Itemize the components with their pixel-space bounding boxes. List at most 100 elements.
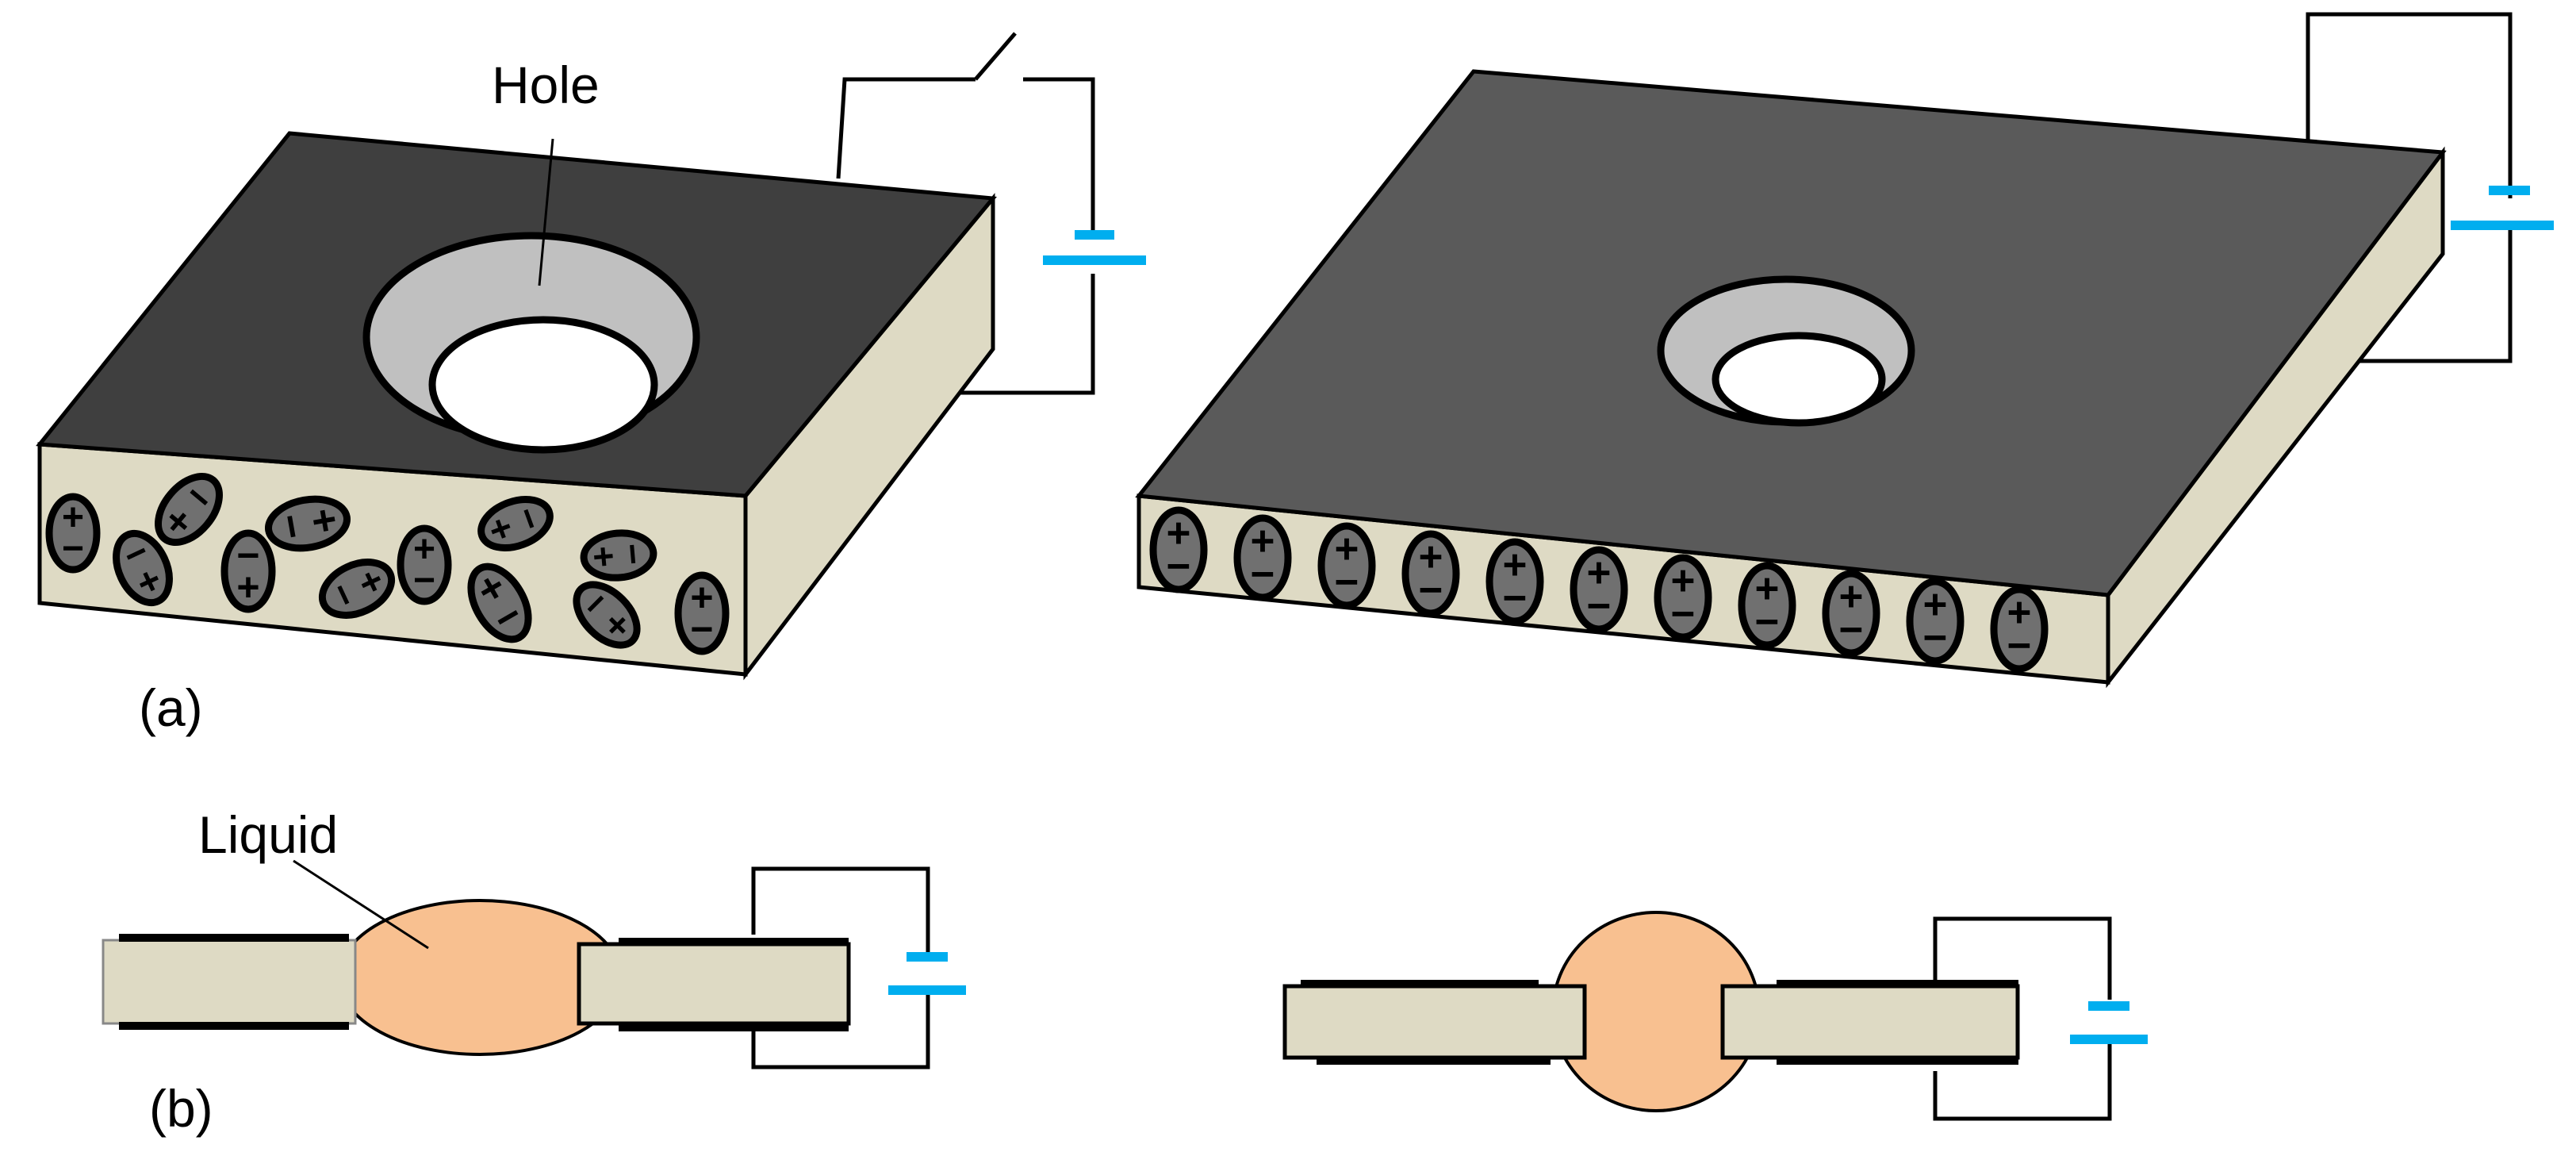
dipole-body bbox=[1906, 578, 1965, 665]
right-slab bbox=[577, 942, 851, 1026]
liquid-leader-line bbox=[293, 859, 429, 950]
minus-charge: − bbox=[1587, 583, 1612, 630]
dipole-body bbox=[264, 495, 351, 552]
minus-charge: − bbox=[1755, 599, 1780, 646]
plus-charge: + bbox=[236, 565, 259, 609]
battery-icon bbox=[2451, 186, 2554, 230]
dipole-body bbox=[467, 563, 532, 643]
dipole: +− bbox=[1485, 538, 1544, 625]
panel-b-right-device bbox=[1282, 911, 2148, 1121]
dipole: +− bbox=[467, 563, 532, 643]
battery-icon bbox=[888, 952, 966, 995]
panel-b-label: (b) bbox=[149, 1079, 213, 1138]
dipole-body bbox=[1233, 514, 1292, 601]
dipole: +− bbox=[397, 524, 452, 605]
dipole-body bbox=[1990, 586, 2049, 673]
dipole-body bbox=[1570, 546, 1628, 633]
plus-charge: + bbox=[2007, 589, 2032, 636]
dipole: +− bbox=[318, 559, 396, 619]
circuit-wire bbox=[1933, 916, 2112, 1000]
dipole-body bbox=[397, 524, 452, 605]
circuit-wire bbox=[751, 866, 930, 952]
hole-leader-line bbox=[538, 138, 554, 286]
dipole-body bbox=[220, 529, 276, 613]
dipole-body bbox=[113, 529, 173, 607]
dipole: +− bbox=[1906, 578, 1965, 665]
minus-charge: − bbox=[236, 533, 259, 578]
panel-a-label: (a) bbox=[139, 678, 203, 737]
dipole-body bbox=[318, 559, 396, 619]
minus-charge: − bbox=[1335, 559, 1359, 606]
circuit-wire bbox=[2306, 12, 2513, 198]
dipole: −+ bbox=[580, 529, 657, 582]
minus-charge: − bbox=[611, 542, 654, 566]
plus-charge: + bbox=[62, 497, 84, 539]
plus-charge: + bbox=[1167, 510, 1191, 557]
hole-opening bbox=[1712, 332, 1886, 427]
dipole-body bbox=[580, 529, 657, 582]
minus-charge: − bbox=[1503, 575, 1528, 622]
dipole: +− bbox=[1654, 554, 1712, 641]
dipole-group-aligned: +−+−+−+−+−+−+−+−+−+−+− bbox=[1149, 506, 2049, 673]
plus-charge: + bbox=[1587, 550, 1612, 597]
circuit-wire bbox=[960, 274, 1095, 395]
dipole-body bbox=[477, 496, 554, 551]
minus-charge: − bbox=[62, 528, 84, 570]
dipole-body bbox=[1401, 530, 1460, 617]
liquid-label: Liquid bbox=[198, 805, 338, 864]
plus-charge: + bbox=[1335, 526, 1359, 573]
dipole-body bbox=[1485, 538, 1544, 625]
left-slab bbox=[1282, 984, 1587, 1060]
minus-charge: − bbox=[2007, 623, 2032, 670]
left-slab bbox=[102, 939, 357, 1025]
plus-charge: + bbox=[1251, 518, 1275, 565]
minus-charge: − bbox=[1839, 607, 1864, 654]
dipole-body bbox=[1317, 522, 1376, 609]
plus-charge: + bbox=[1839, 574, 1864, 620]
dipole: +− bbox=[1822, 570, 1880, 657]
dipole-body bbox=[155, 472, 223, 547]
circuit-wire bbox=[1933, 1041, 2112, 1121]
panel-a-right-device: +−+−+−+−+−+−+−+−+−+−+− bbox=[1135, 12, 2554, 689]
battery-icon bbox=[1043, 230, 1146, 265]
circuit-wire bbox=[751, 992, 930, 1069]
plus-charge: + bbox=[1671, 558, 1696, 605]
dipole-group-random: +−−+−+−++−+−+−−++−−+−++− bbox=[45, 472, 730, 655]
circuit-wire bbox=[836, 77, 976, 179]
plus-charge: + bbox=[413, 528, 435, 570]
plus-charge: + bbox=[690, 575, 713, 620]
dipole: +− bbox=[1990, 586, 2049, 673]
dipole-body bbox=[45, 493, 101, 574]
panel-a-left-device: Hole +−−+−+−++−+−+−−++−−+−++− bbox=[36, 32, 1146, 681]
minus-charge: − bbox=[1167, 543, 1191, 590]
dipole: +− bbox=[1317, 522, 1376, 609]
dipole-body bbox=[1149, 506, 1208, 593]
dipole-body bbox=[1738, 562, 1796, 649]
minus-charge: − bbox=[1251, 551, 1275, 598]
hole-opening bbox=[428, 316, 658, 454]
dipole: +− bbox=[1738, 562, 1796, 649]
panel-b-left-device: Liquid bbox=[102, 805, 966, 1069]
right-slab bbox=[1720, 984, 2020, 1060]
circuit-wire bbox=[1023, 77, 1095, 234]
plus-charge: + bbox=[1755, 566, 1780, 612]
dipole: −+ bbox=[477, 496, 554, 551]
dipole: +− bbox=[264, 495, 351, 552]
dipole: −+ bbox=[155, 472, 223, 547]
circuit-wire bbox=[2359, 230, 2513, 363]
minus-charge: − bbox=[690, 607, 713, 651]
dipole: +− bbox=[1149, 506, 1208, 593]
plus-charge: + bbox=[1419, 534, 1443, 581]
dipole: +− bbox=[1233, 514, 1292, 601]
dipole-body bbox=[1822, 570, 1880, 657]
dipole: −+ bbox=[220, 529, 276, 613]
plus-charge: + bbox=[1503, 542, 1528, 589]
dipole: −+ bbox=[113, 529, 173, 607]
plus-charge: + bbox=[583, 544, 626, 569]
dipole-body bbox=[674, 571, 730, 655]
minus-charge: − bbox=[1671, 591, 1696, 638]
minus-charge: − bbox=[413, 559, 435, 601]
dipole-body bbox=[1654, 554, 1712, 641]
dipole: +− bbox=[45, 493, 101, 574]
